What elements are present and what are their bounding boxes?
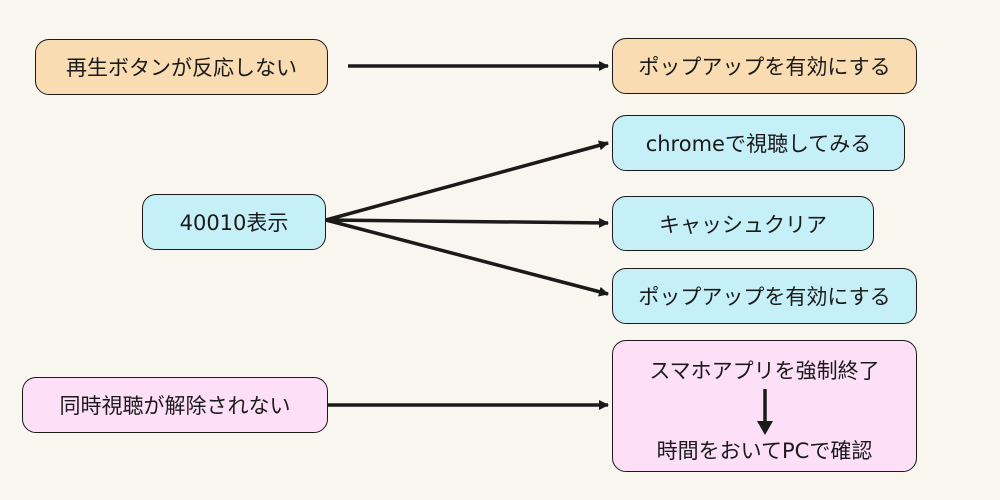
node-label: chromeで視聴してみる — [645, 132, 872, 156]
node-enable-popup-1: ポップアップを有効にする — [612, 38, 917, 94]
arrow-down-icon — [756, 389, 773, 435]
node-enable-popup-2: ポップアップを有効にする — [612, 268, 917, 324]
arrow-40010-to-chrome — [325, 140, 609, 222]
node-label: 40010表示 — [179, 211, 289, 235]
step-force-quit-app: スマホアプリを強制終了 — [649, 359, 880, 383]
arrow-40010-to-popup — [325, 218, 609, 297]
node-label: 再生ボタンが反応しない — [66, 56, 297, 80]
node-simultaneous-not-released: 同時視聴が解除されない — [22, 377, 328, 433]
node-error-40010: 40010表示 — [142, 194, 326, 250]
arrow-40010-to-cache — [325, 217, 609, 228]
node-watch-in-chrome: chromeで視聴してみる — [612, 115, 905, 171]
node-clear-cache: キャッシュクリア — [612, 196, 874, 251]
node-resolution-steps: スマホアプリを強制終了 時間をおいてPCで確認 — [612, 340, 917, 472]
node-playback-unresponsive: 再生ボタンが反応しない — [35, 39, 328, 95]
node-label: 同時視聴が解除されない — [59, 394, 291, 418]
node-label: ポップアップを有効にする — [638, 55, 891, 79]
node-label: ポップアップを有効にする — [638, 285, 891, 309]
step-wait-and-confirm-pc: 時間をおいてPCで確認 — [656, 439, 873, 463]
node-label: キャッシュクリア — [659, 212, 827, 237]
